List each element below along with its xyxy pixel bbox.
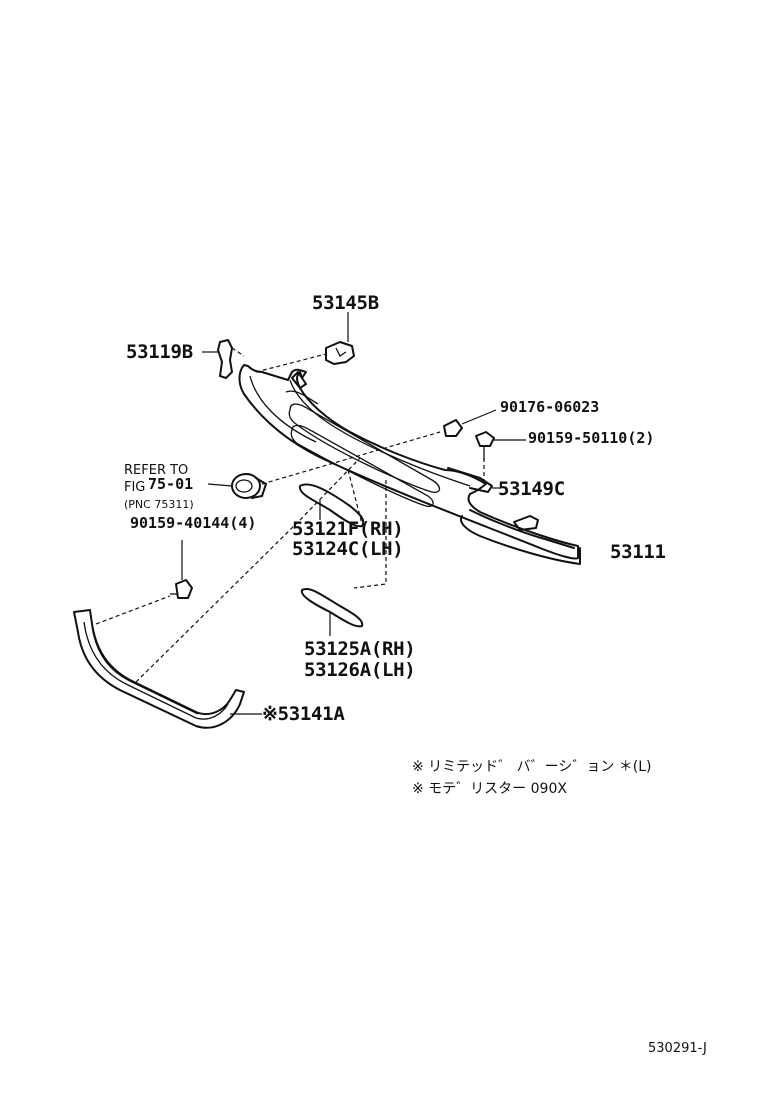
label-53111: 53111 [610, 541, 666, 563]
frame-53141A [73, 609, 262, 729]
label-90159-40144: 90159-40144(4) [130, 514, 257, 532]
note-line-2: ※ モテ゛リスター 090X [412, 781, 567, 797]
screw-90159-40144 [170, 540, 193, 599]
label-fig: FIG [124, 480, 146, 495]
label-53141A: ※53141A [262, 703, 345, 725]
label-53149C: 53149C [498, 478, 565, 500]
emblem [207, 473, 267, 499]
label-53125A: 53125A(RH) [304, 638, 416, 660]
clip-90176 [443, 409, 497, 437]
label-refer-to: REFER TO [124, 463, 189, 478]
label-90159-50110: 90159-50110(2) [528, 429, 655, 447]
label-90176-06023: 90176-06023 [500, 398, 600, 416]
label-53145B: 53145B [312, 292, 379, 314]
assembly-lines [95, 347, 485, 683]
grille-body [238, 364, 581, 565]
label-pnc: (PNC 75311) [124, 498, 194, 511]
label-53119B: 53119B [126, 341, 193, 363]
figure-id: 530291-J [648, 1041, 707, 1056]
molding-53125A [300, 588, 364, 636]
label-53126A: 53126A(LH) [304, 659, 416, 681]
label-fig-number: 75-01 [148, 475, 194, 493]
screw-90159-50110 [475, 431, 526, 460]
bracket-53119B [202, 339, 233, 379]
label-53124C: 53124C(LH) [292, 538, 404, 560]
note-line-1: ※ リミテッド゛ バ゛ーシ゛ョン ＊(L) [412, 759, 652, 775]
clip-53145B [325, 312, 355, 365]
label-53121F: 53121F(RH) [292, 518, 404, 540]
piece-53149C [492, 487, 539, 531]
